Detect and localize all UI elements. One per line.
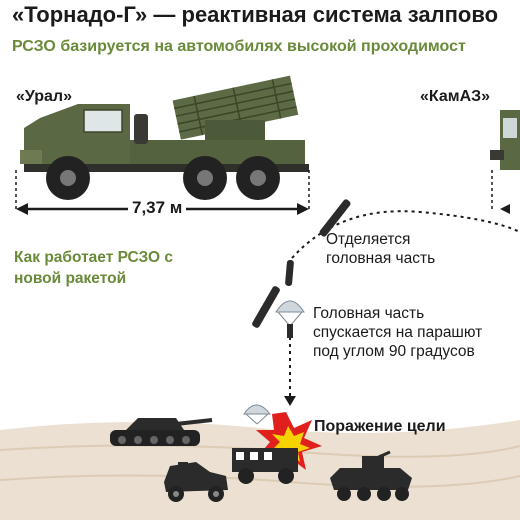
page-title: «Торнадо-Г» — реактивная система залпово xyxy=(12,2,499,27)
length-value: 7,37 м xyxy=(128,198,187,218)
step1-text: Отделяется головная часть xyxy=(326,230,435,268)
explosion-icon xyxy=(256,412,322,472)
tank-icon xyxy=(110,418,213,446)
ural-truck xyxy=(20,75,309,200)
page-subtitle: РСЗО базируется на автомобилях высокой п… xyxy=(12,38,466,55)
step2-line2: спускается на парашют xyxy=(313,324,483,341)
step2-text: Головная часть спускается на парашют под… xyxy=(313,304,482,361)
parachute-lower-icon xyxy=(243,404,272,425)
kamaz-label: «КамАЗ» xyxy=(420,88,491,105)
step2-line1: Головная часть xyxy=(313,305,425,322)
rocket-stage-icon xyxy=(252,199,351,328)
target-hit-label: Поражение цели xyxy=(314,418,446,435)
ural-label: «Урал» xyxy=(16,88,72,105)
step1-line1: Отделяется xyxy=(326,231,411,248)
target-truck-icon xyxy=(232,448,298,484)
explainer-heading: Как работает РСЗО с новой ракетой xyxy=(14,249,174,287)
trajectory xyxy=(284,210,520,406)
step1-line2: головная часть xyxy=(326,250,436,267)
apc-icon xyxy=(330,450,412,501)
parachute-icon xyxy=(275,300,305,338)
kamaz-truck-partial xyxy=(490,110,520,170)
armored-car-icon xyxy=(164,462,228,502)
step2-line3: под углом 90 градусов xyxy=(313,343,475,360)
